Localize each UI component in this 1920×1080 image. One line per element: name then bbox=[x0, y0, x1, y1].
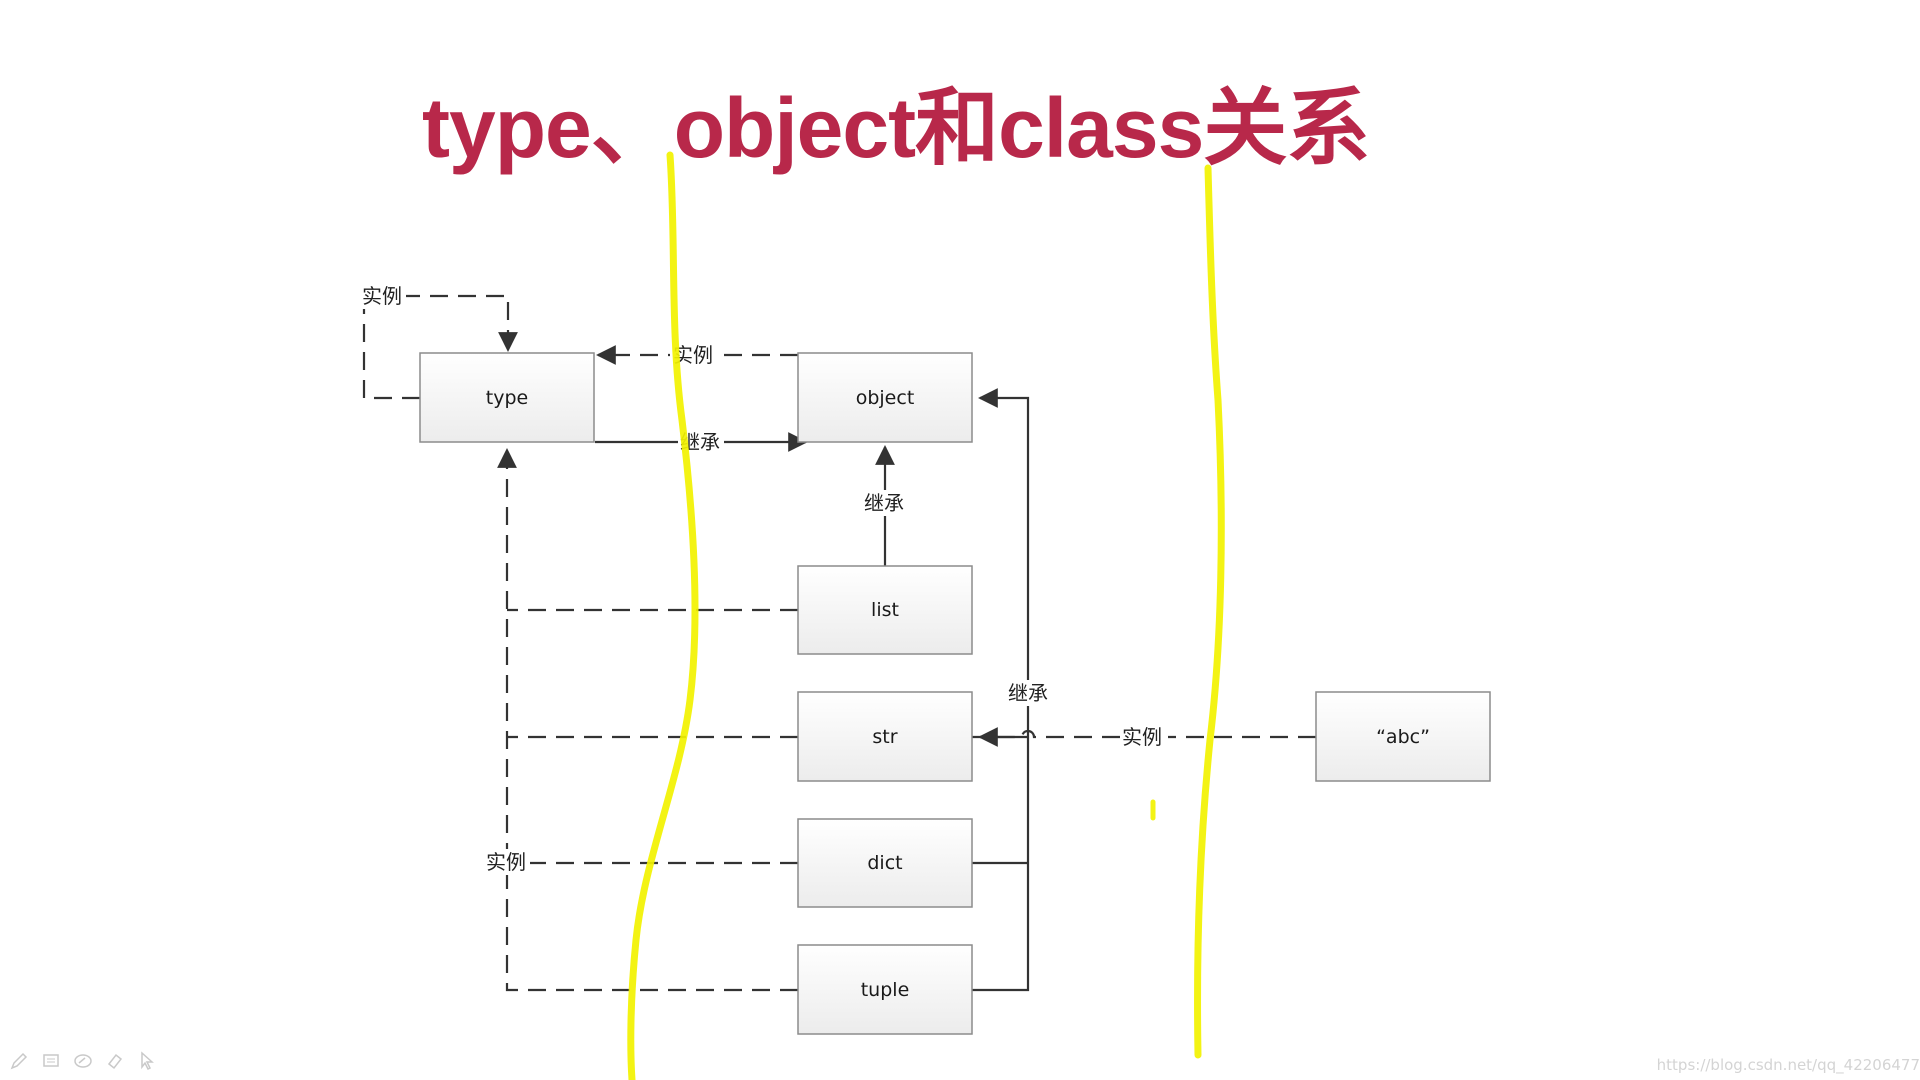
screen-icon[interactable] bbox=[40, 1050, 62, 1072]
node-str: str bbox=[797, 691, 973, 782]
svg-text:继承: 继承 bbox=[1008, 681, 1048, 705]
svg-text:“abc”: “abc” bbox=[1376, 726, 1430, 748]
node-type: type bbox=[419, 352, 595, 443]
node-tuple: tuple bbox=[797, 944, 973, 1035]
label-list-inherits-object: 继承 bbox=[862, 490, 908, 516]
label-type-self-instance: 实例 bbox=[360, 283, 406, 309]
node-abc: “abc” bbox=[1315, 691, 1491, 782]
eraser-icon[interactable] bbox=[104, 1050, 126, 1072]
svg-text:实例: 实例 bbox=[362, 284, 402, 308]
edge-abc-instance-of-str bbox=[978, 727, 1316, 747]
highlighter-stroke-right bbox=[1194, 164, 1225, 1059]
svg-text:object: object bbox=[856, 387, 915, 409]
svg-text:继承: 继承 bbox=[864, 491, 904, 515]
node-object: object bbox=[797, 352, 973, 443]
slide-title: type、object和class关系 bbox=[422, 81, 1370, 175]
label-builtins-instance-of-type: 实例 bbox=[484, 849, 530, 875]
svg-text:list: list bbox=[871, 599, 899, 621]
svg-text:type: type bbox=[486, 387, 528, 409]
svg-text:实例: 实例 bbox=[1122, 725, 1162, 749]
node-dict: dict bbox=[797, 818, 973, 908]
svg-text:str: str bbox=[872, 726, 897, 748]
label-abc-instance-of-str: 实例 bbox=[1120, 724, 1168, 750]
watermark-url: https://blog.csdn.net/qq_42206477 bbox=[1656, 1056, 1920, 1074]
highlighter-stroke-left bbox=[627, 151, 699, 1080]
svg-text:tuple: tuple bbox=[861, 979, 910, 1001]
eraser-circle-icon[interactable] bbox=[72, 1050, 94, 1072]
label-builtins-inherit-object: 继承 bbox=[1006, 680, 1052, 706]
svg-text:实例: 实例 bbox=[486, 850, 526, 874]
annotation-toolbar bbox=[8, 1050, 158, 1072]
node-list: list bbox=[797, 565, 973, 655]
pen-icon[interactable] bbox=[8, 1050, 30, 1072]
edge-builtins-instance-of-type bbox=[497, 448, 798, 992]
svg-text:dict: dict bbox=[867, 852, 902, 874]
cursor-icon[interactable] bbox=[136, 1050, 158, 1072]
